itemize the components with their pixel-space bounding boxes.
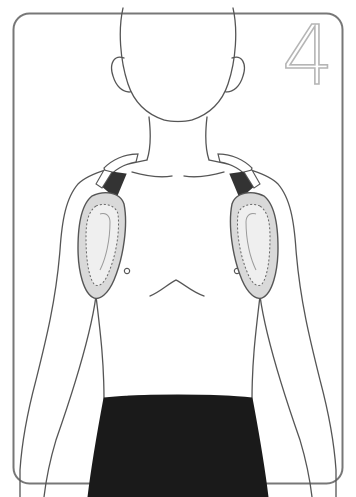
left-strap [96, 154, 138, 198]
right-ear [226, 57, 244, 92]
right-torso-side [252, 296, 260, 400]
head-outline [120, 8, 235, 122]
shorts [88, 395, 268, 497]
right-collarbone [184, 172, 224, 177]
left-ear [112, 57, 130, 92]
neck-right [206, 117, 209, 160]
left-nipple [124, 268, 129, 273]
left-collarbone [132, 172, 172, 177]
left-shoulder-pad [78, 193, 126, 299]
right-strap [218, 154, 260, 198]
neck-left [147, 117, 150, 160]
right-shoulder-pad [230, 193, 278, 299]
chest-line [150, 280, 204, 296]
left-torso-side [96, 296, 104, 400]
left-inner-arm [44, 296, 96, 497]
right-inner-arm [260, 296, 312, 497]
step-number: 4 [244, 16, 334, 98]
